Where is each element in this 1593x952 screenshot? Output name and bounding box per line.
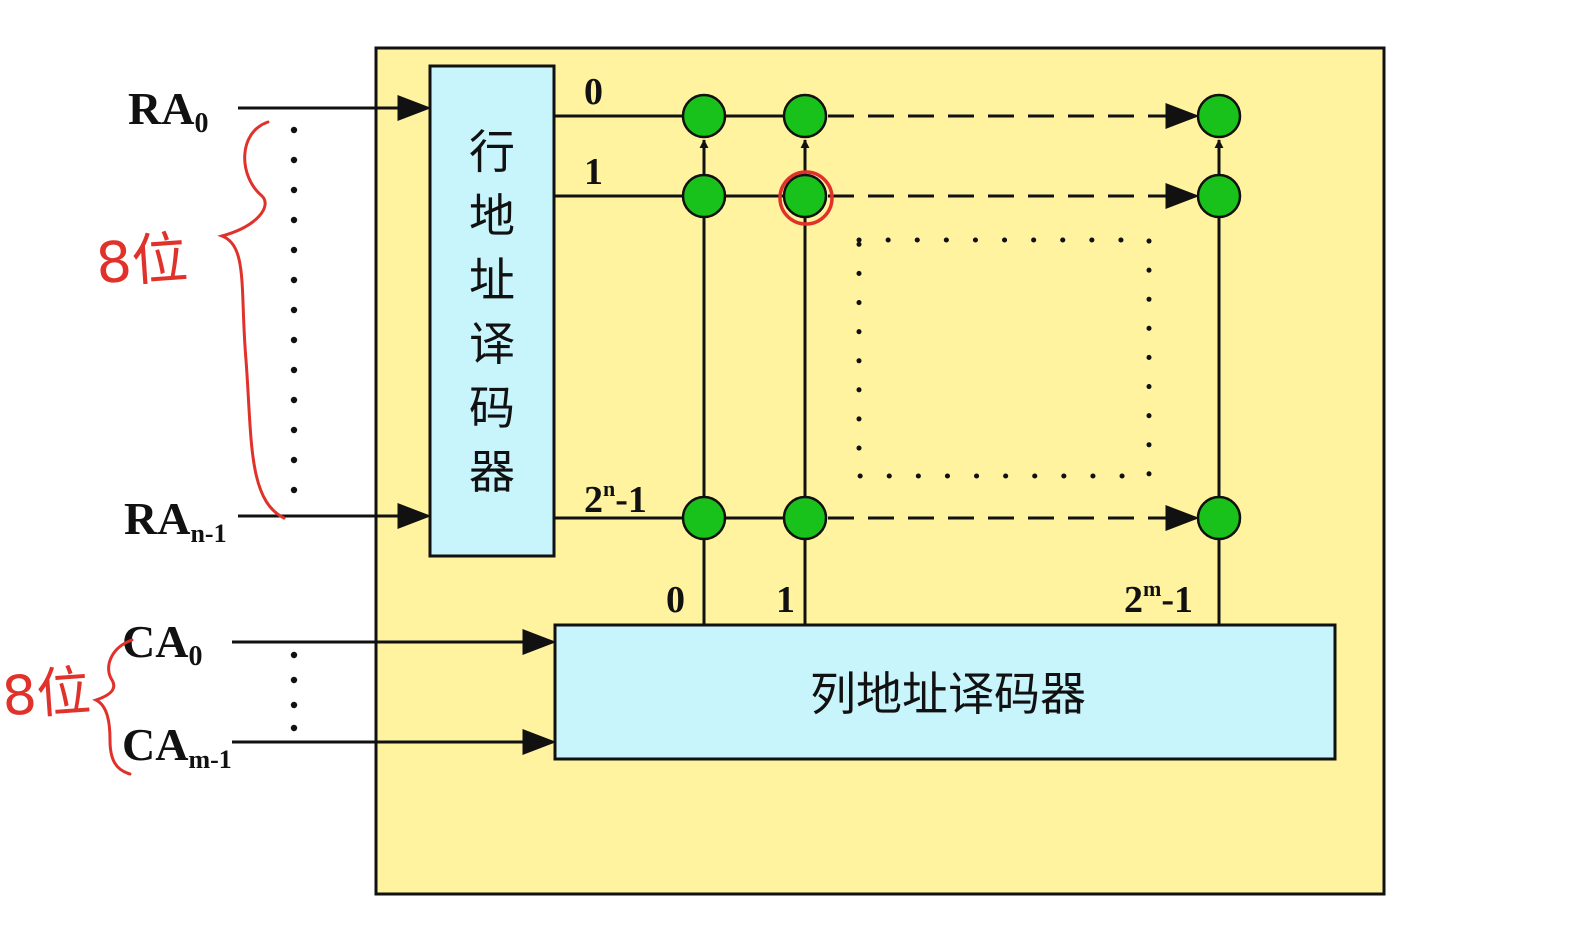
cam-label: CAm-1 <box>122 719 232 774</box>
row-input-ellipsis <box>290 126 298 494</box>
memory-cell <box>782 93 828 139</box>
col-bits-annotation: 8位 <box>0 659 93 728</box>
col-label-last: 2m-1 <box>1124 576 1193 621</box>
memory-cell <box>681 495 727 541</box>
row-bits-annotation: 8位 <box>94 226 190 297</box>
col-input-ellipsis <box>290 651 298 732</box>
row-decoder-label: 行 地 址 译 码 器 <box>469 125 515 499</box>
col-decoder-box <box>553 623 1337 761</box>
cell-array-ellipsis-box <box>856 237 1152 479</box>
row-decoder-char: 地 <box>469 189 515 243</box>
row-label-last: 2n-1 <box>584 476 647 521</box>
row-label-1: 1 <box>584 151 603 193</box>
row-decoder-box <box>428 64 556 558</box>
row-label-0: 0 <box>584 71 603 113</box>
memory-cells <box>681 93 1242 541</box>
selected-cell-highlight <box>778 170 834 226</box>
row-decoder-char: 址 <box>469 253 515 307</box>
row-decoder-char: 译 <box>469 317 515 371</box>
row-decoder-char: 码 <box>469 381 515 435</box>
ran-label: RAn-1 <box>124 493 227 548</box>
memory-cell <box>1196 93 1242 139</box>
col-decoder-label: 列地址译码器 <box>810 667 1086 721</box>
memory-cell <box>782 495 828 541</box>
ca0-label: CA0 <box>122 616 202 672</box>
memory-cell <box>1196 495 1242 541</box>
col-label-1: 1 <box>776 579 795 621</box>
memory-cell <box>1196 173 1242 219</box>
col-label-0: 0 <box>666 579 685 621</box>
col-bits-brace <box>92 638 134 776</box>
row-bits-brace <box>217 120 286 520</box>
memory-cell <box>681 173 727 219</box>
memory-cell <box>681 93 727 139</box>
ra0-label: RA0 <box>128 83 208 139</box>
row-decoder-char: 器 <box>469 445 515 499</box>
memory-cell-selected <box>782 173 828 219</box>
row-decoder-char: 行 <box>469 125 515 179</box>
